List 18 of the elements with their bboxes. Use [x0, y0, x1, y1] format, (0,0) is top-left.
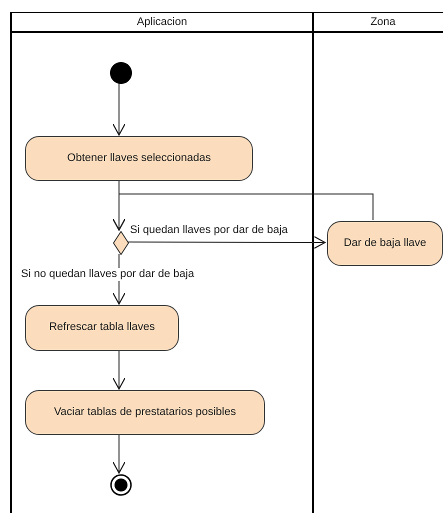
flow-arrow: [112, 434, 126, 474]
flow-arrow: [112, 350, 126, 390]
swimlane: [312, 12, 443, 513]
initial-node: [110, 62, 132, 84]
flow-arrow: [112, 194, 374, 231]
lane-header: Aplicacion: [12, 13, 312, 33]
edge-label: Si no quedan llaves por dar de baja: [20, 268, 196, 281]
flow-arrow: [112, 82, 126, 136]
lane-header: Zona: [314, 13, 443, 33]
flow-arrow: [126, 236, 326, 250]
action-box: Vaciar tablas de prestatarios posibles: [25, 390, 265, 435]
action-box: Obtener llaves seleccionadas: [25, 136, 253, 181]
edge-label: Si quedan llaves por dar de baja: [129, 224, 289, 237]
decision-diamond: [113, 231, 129, 255]
final-node: [110, 474, 132, 496]
action-box: Refrescar tabla llaves: [25, 305, 179, 351]
swimlane: [10, 12, 312, 513]
action-box: Dar de baja llave: [327, 221, 443, 266]
